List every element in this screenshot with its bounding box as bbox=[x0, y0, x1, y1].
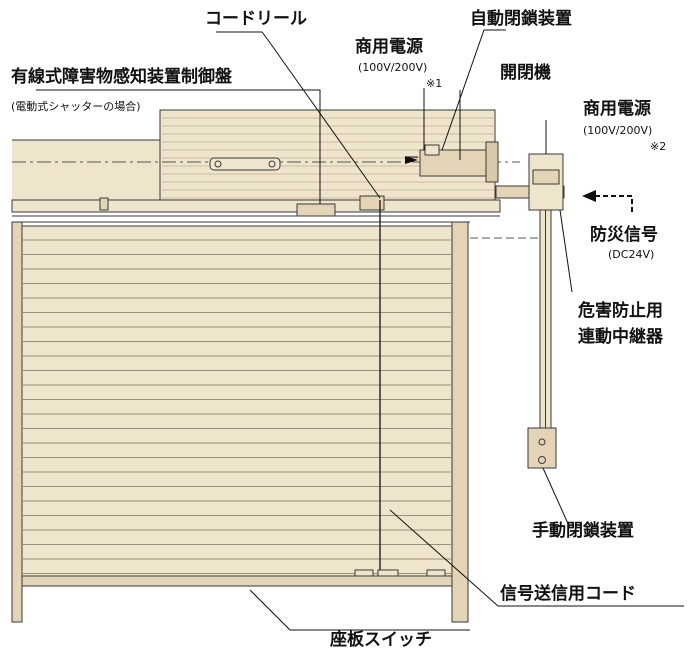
label-auto-closing-device: 自動閉鎖装置 bbox=[470, 8, 572, 29]
manual-closing-device bbox=[527, 427, 557, 469]
label-note-1: ※1 bbox=[426, 77, 442, 90]
shutter-curtain bbox=[21, 200, 453, 579]
disaster-signal-arrow bbox=[582, 190, 633, 212]
label-note-2: ※2 bbox=[650, 140, 666, 153]
shutter-guides bbox=[11, 221, 469, 623]
label-signal-cord: 信号送信用コード bbox=[500, 583, 636, 604]
bottom-rail bbox=[21, 569, 453, 587]
label-disaster-signal-voltage: (DC24V) bbox=[608, 248, 654, 261]
opening-closing-machine bbox=[405, 141, 499, 183]
label-commercial-power-2: 商用電源 bbox=[583, 98, 651, 119]
label-control-panel-note: (電動式シャッターの場合) bbox=[11, 99, 141, 113]
label-manual-closing-device: 手動閉鎖装置 bbox=[532, 520, 634, 541]
label-relay-line2: 連動中継器 bbox=[578, 326, 664, 347]
box-hatching bbox=[162, 117, 494, 199]
label-cord-reel: コードリール bbox=[205, 9, 307, 29]
cord-reel-bracket bbox=[99, 157, 385, 211]
label-relay-line1: 危害防止用 bbox=[577, 300, 663, 321]
label-bottom-switch: 座板スイッチ bbox=[330, 629, 432, 650]
label-commercial-power-1-voltage: (100V/200V) bbox=[358, 61, 427, 74]
label-control-panel: 有線式障害物感知装置制御盤 bbox=[11, 66, 233, 87]
label-disaster-signal: 防災信号 bbox=[590, 224, 658, 245]
leader-lines bbox=[36, 29, 684, 631]
control-panel bbox=[296, 203, 336, 217]
relay-device bbox=[495, 153, 565, 431]
label-commercial-power-2-voltage: (100V/200V) bbox=[583, 124, 652, 137]
label-commercial-power-1: 商用電源 bbox=[355, 36, 423, 57]
label-opening-closing-machine: 開閉機 bbox=[500, 62, 551, 83]
